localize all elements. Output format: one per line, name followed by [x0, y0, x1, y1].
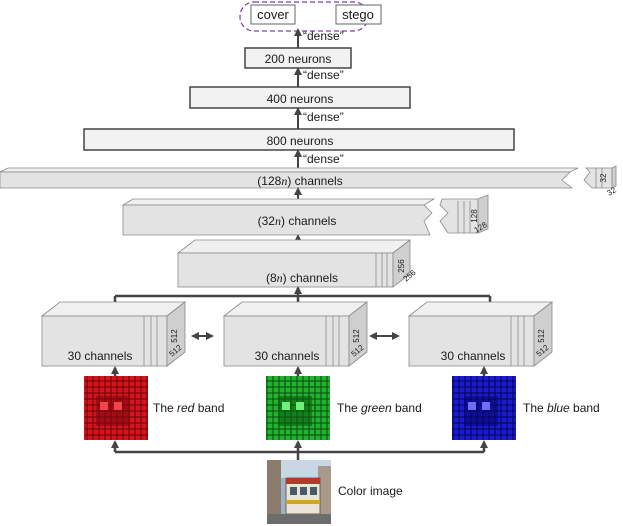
dense-label-3: “dense”	[303, 110, 344, 124]
red-band-image	[84, 376, 148, 440]
green-band-label: The green band	[337, 401, 422, 415]
conv-8n-width: 256	[397, 259, 406, 273]
conv-128n-front	[0, 171, 574, 189]
dense-label-4: “dense”	[303, 152, 344, 166]
stego-box	[335, 4, 382, 25]
cover-box	[250, 4, 296, 25]
red-channels-label: 30 channels	[68, 349, 133, 363]
green-width: 512	[352, 329, 361, 343]
color-image	[267, 460, 331, 524]
stego-label: stego	[342, 7, 374, 22]
split-bus	[111, 440, 488, 460]
conv-8n-label: (8n) channels	[266, 271, 338, 285]
conv-128n-width: 32	[599, 173, 608, 182]
dense-label-1: “dense”	[303, 29, 344, 43]
conv-block-green: 30 channels 512 512	[222, 301, 369, 367]
dense-label-2: “dense”	[303, 68, 344, 82]
conv-block-red: 30 channels 512 512	[40, 301, 187, 367]
blue-channels-label: 30 channels	[441, 349, 506, 363]
conv-block-32n: (32n) channels 128 128	[121, 194, 489, 236]
blue-band-label: The blue band	[523, 401, 600, 415]
conv-block-128n: (128n) channels 32 32	[0, 165, 618, 198]
conv-32n-front	[122, 204, 433, 236]
conv-32n-width: 128	[470, 209, 479, 223]
conv-block-8n: (8n) channels 256 256	[176, 239, 418, 288]
conv-block-blue: 30 channels 512 512	[407, 301, 554, 367]
output-group: cover stego	[239, 1, 382, 32]
conv-32n-label: (32n) channels	[258, 214, 337, 228]
color-image-label: Color image	[338, 484, 403, 498]
conv-8n-front	[177, 252, 394, 288]
green-channels-label: 30 channels	[255, 349, 320, 363]
red-width: 512	[170, 329, 179, 343]
fc-label-200: 200 neurons	[265, 52, 332, 66]
blue-band-image	[452, 376, 516, 440]
blue-width: 512	[537, 329, 546, 343]
red-band-label: The red band	[153, 401, 224, 415]
green-band-image	[266, 376, 330, 440]
fc-label-400: 400 neurons	[267, 92, 334, 106]
cover-label: cover	[257, 7, 289, 22]
fc-label-800: 800 neurons	[267, 134, 334, 148]
conv-128n-label: (128n) channels	[257, 174, 342, 188]
